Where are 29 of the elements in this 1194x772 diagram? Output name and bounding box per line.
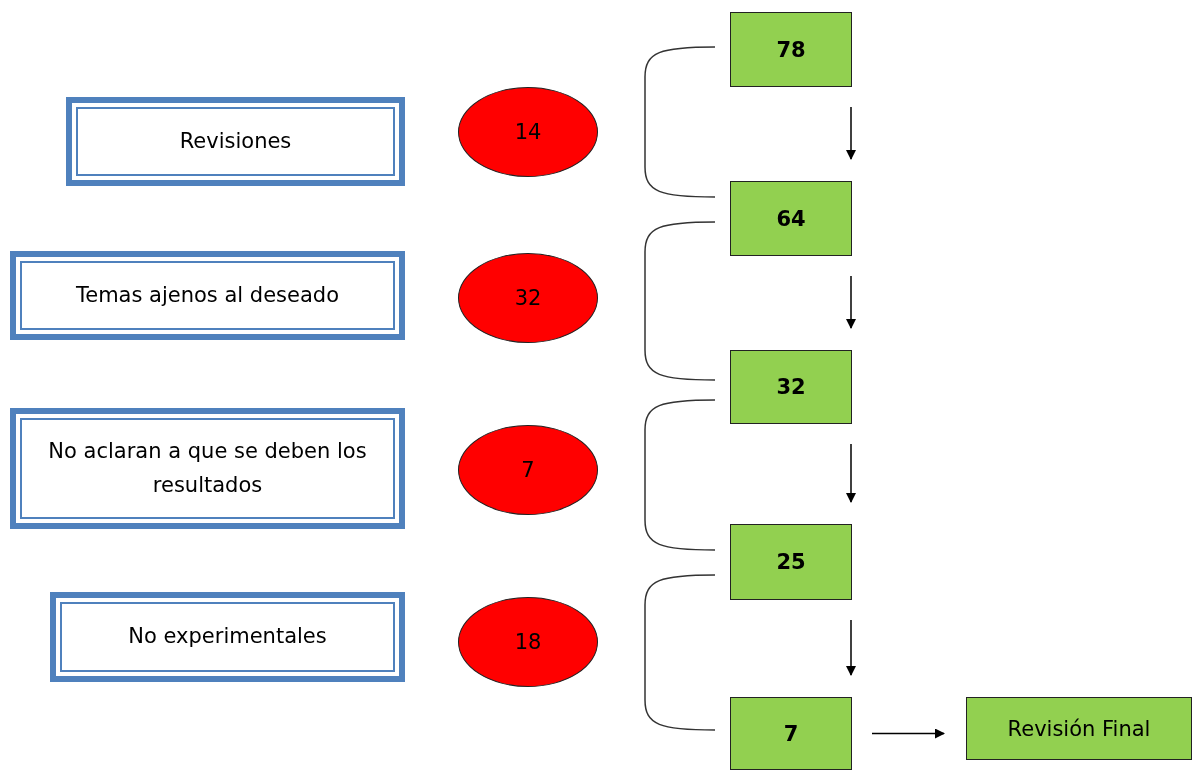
node-label: 7	[521, 458, 535, 482]
count-box	[730, 181, 852, 256]
node-label: No aclaran a que se deben los resultados	[47, 437, 368, 499]
node-label: Revisiones	[179, 127, 292, 155]
arrow	[846, 275, 856, 329]
arrow	[846, 443, 856, 503]
node-label: No experimentales	[128, 623, 327, 651]
node-label: 78	[776, 37, 806, 62]
category-box	[50, 592, 405, 682]
node-label: 32	[514, 286, 542, 310]
category-box	[10, 251, 405, 340]
node-label: Temas ajenos al deseado	[75, 281, 340, 309]
arrow	[846, 106, 856, 160]
count-box	[730, 12, 852, 87]
node-label: 7	[783, 721, 799, 746]
count-box	[730, 350, 852, 424]
node-label: Revisión Final	[1007, 716, 1151, 741]
node-label: 25	[776, 550, 806, 574]
result-box	[966, 697, 1192, 760]
node-label: 18	[514, 630, 542, 654]
node-label: 64	[776, 206, 806, 231]
count-box	[730, 697, 852, 770]
category-box	[10, 408, 405, 529]
arrow	[871, 728, 945, 739]
count-box	[730, 524, 852, 600]
category-box	[66, 97, 405, 186]
node-label: 14	[514, 120, 542, 144]
arrow	[846, 619, 856, 676]
node-label: 32	[776, 375, 806, 399]
